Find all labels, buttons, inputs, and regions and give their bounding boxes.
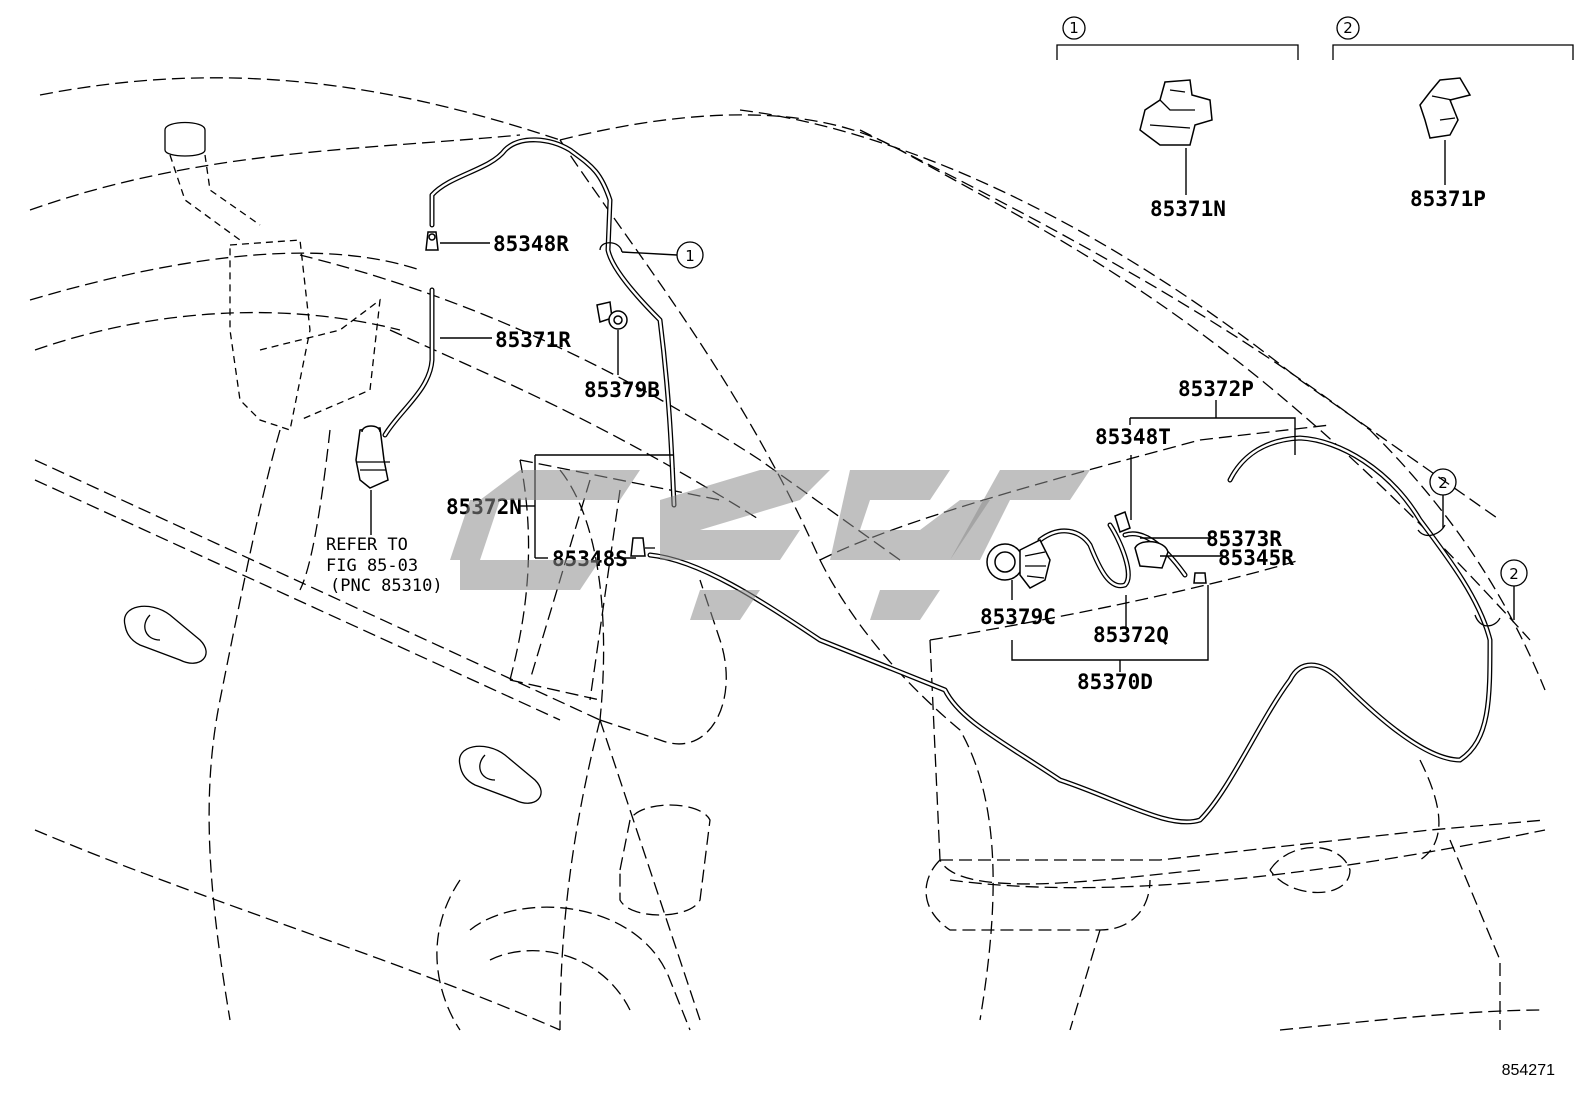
callout-circle-1-header — [1062, 16, 1086, 40]
label-85371R: 85371R — [495, 328, 571, 352]
vehicle-outline — [29, 77, 1546, 1031]
clip-85371N — [1139, 79, 1213, 146]
refer-note-line1: REFER TO — [326, 535, 408, 555]
clip-85371P — [1419, 77, 1472, 139]
callout-2-body-a: 2 — [1438, 474, 1448, 492]
label-85371P: 85371P — [1410, 187, 1486, 211]
label-85370D: 85370D — [1077, 670, 1153, 694]
watermark-logo — [450, 470, 1090, 620]
label-85372Q: 85372Q — [1093, 623, 1169, 647]
label-85371N: 85371N — [1150, 197, 1226, 221]
clip-85371P-on-hose-b — [1474, 614, 1501, 627]
refer-note-line2: FIG 85-03 — [326, 556, 418, 576]
label-85345R: 85345R — [1218, 546, 1294, 570]
hose-85371R — [382, 287, 435, 438]
nozzle-85379B — [596, 301, 628, 330]
joint-85348S — [630, 537, 655, 557]
callout-2-body-b: 2 — [1509, 565, 1519, 583]
hose-85372N — [429, 137, 677, 508]
leader-lines — [370, 140, 1446, 672]
label-85372P: 85372P — [1178, 377, 1254, 401]
joint-85348R — [425, 231, 439, 251]
label-85379C: 85379C — [980, 605, 1056, 629]
washer-pump — [355, 425, 390, 489]
callout-1-header: 1 — [1069, 19, 1079, 37]
label-85373R: 85373R — [1206, 527, 1282, 551]
hose-85372P — [647, 435, 1493, 825]
hose-85372Q — [1037, 522, 1131, 589]
refer-note-line3: (PNC 85310) — [330, 576, 443, 596]
detail-bracket-1 — [1056, 44, 1299, 60]
clip-85371N-on-hose — [599, 242, 623, 253]
callout-2-header: 2 — [1343, 19, 1353, 37]
label-85379B: 85379B — [584, 378, 660, 402]
label-85348R: 85348R — [493, 232, 569, 256]
check-valve-85370D — [1193, 572, 1207, 584]
door-handle-rear — [458, 745, 542, 804]
door-handle-front — [123, 605, 207, 664]
label-85348T: 85348T — [1095, 425, 1171, 449]
nozzle-85379C — [986, 538, 1051, 589]
joint-85348T — [1114, 511, 1131, 533]
detail-bracket-2 — [1332, 44, 1574, 60]
washer-tank — [164, 121, 381, 431]
callout-circle-2-header — [1336, 16, 1360, 40]
callout-1-body: 1 — [685, 247, 695, 265]
figure-number: 854271 — [1502, 1062, 1555, 1079]
grommet-85345R — [1134, 540, 1169, 569]
